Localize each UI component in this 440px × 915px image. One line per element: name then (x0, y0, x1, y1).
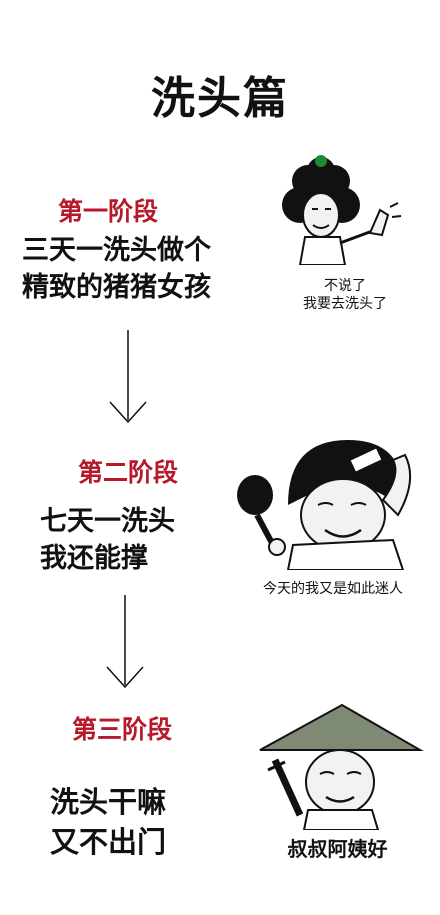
stage-3-line-1: 洗头干嘛 (50, 785, 167, 819)
stage-1-caption-line-1: 不说了 (324, 278, 366, 294)
stage-2-illustration: 今天的我又是如此迷人 (233, 435, 433, 600)
stage-2-label: 第二阶段 (78, 458, 179, 487)
stage-3-caption: 叔叔阿姨好 (287, 837, 388, 861)
stage-1-caption: 不说了 我要去洗头了 (270, 277, 420, 313)
bowl-cut-character-combing-icon (237, 440, 412, 571)
stage-2-text: 七天一洗头 我还能撑 (40, 503, 175, 577)
stage-3-illustration: 叔叔阿姨好 (250, 700, 425, 870)
stage-1-text: 三天一洗头做个 精致的猪猪女孩 (22, 232, 211, 306)
stage-1-label: 第一阶段 (58, 197, 159, 226)
stage-1-line-1: 三天一洗头做个 (22, 235, 211, 266)
stage-1-caption-line-2: 我要去洗头了 (303, 296, 387, 312)
down-arrow-icon (109, 330, 147, 424)
stage-2-line-2: 我还能撑 (40, 543, 148, 574)
stage-1-illustration: 不说了 我要去洗头了 (270, 155, 420, 315)
straw-hat-character-icon (259, 703, 424, 831)
stage-3-label: 第三阶段 (72, 715, 173, 744)
stage-2-line-1: 七天一洗头 (40, 506, 175, 537)
stage-3-line-2: 又不出门 (50, 825, 167, 859)
afro-character-waving-icon (282, 155, 402, 266)
stage-3-text: 洗头干嘛 又不出门 (50, 782, 166, 862)
stage-1-line-2: 精致的猪猪女孩 (22, 272, 211, 303)
page-title: 洗头篇 (151, 73, 289, 124)
stage-2-caption: 今天的我又是如此迷人 (263, 581, 403, 597)
down-arrow-icon (106, 595, 144, 689)
